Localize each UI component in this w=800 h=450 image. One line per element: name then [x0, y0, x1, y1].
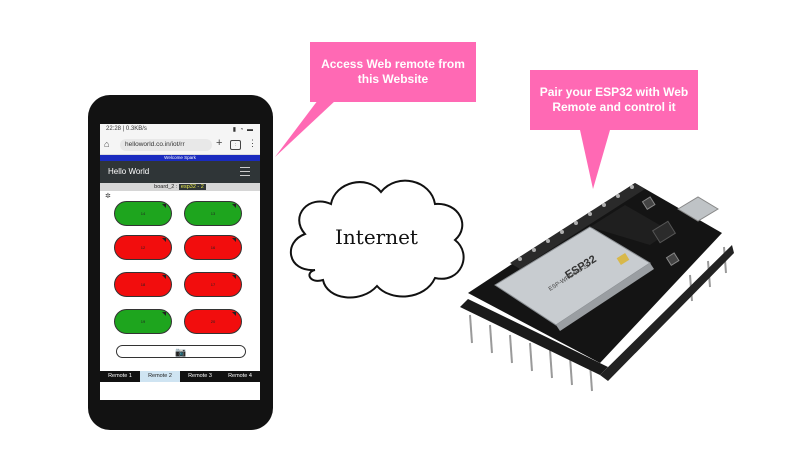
- callout-pair-esp32: Pair your ESP32 with Web Remote and cont…: [530, 70, 698, 130]
- button-edit-icon[interactable]: [232, 204, 236, 208]
- tab-remote-1[interactable]: Remote 1: [108, 373, 132, 379]
- browser-toolbar: ⌂ helloworld.co.in/iot/rr + : ⋮: [100, 136, 260, 155]
- camera-button[interactable]: 📷: [116, 345, 246, 358]
- board-selector[interactable]: board_2 : esp32 - 2: [100, 183, 260, 191]
- remote-tabs: Remote 1 Remote 2 Remote 3 Remote 4: [100, 371, 260, 382]
- callout-pair-tail: [580, 130, 610, 189]
- app-title: Hello World: [108, 167, 150, 176]
- app-bar: Hello World: [100, 161, 260, 183]
- gear-icon[interactable]: ✲: [105, 193, 111, 200]
- remote-button-label: 20: [210, 319, 216, 324]
- status-bar: 22:28 | 0.3KB/s ▮ ◔ ▬: [100, 124, 260, 136]
- remote-button-label: 13: [210, 211, 216, 216]
- remote-button-label: 12: [140, 245, 146, 250]
- callout-access-remote: Access Web remote from this Website: [310, 42, 476, 102]
- board-name: esp32 - 2: [178, 184, 206, 190]
- remote-button-8[interactable]: 20: [184, 309, 242, 334]
- tab-remote-2[interactable]: Remote 2: [140, 371, 180, 382]
- button-edit-icon[interactable]: [162, 204, 166, 208]
- esp32-board: ESP32 ESP-WROOM-32: [460, 183, 734, 392]
- internet-cloud: [289, 179, 465, 299]
- home-icon[interactable]: ⌂: [104, 139, 110, 149]
- remote-button-label: 14: [140, 211, 146, 216]
- status-icons: ▮ ◔ ▬: [232, 127, 254, 133]
- board-label: board_2 :: [154, 184, 178, 190]
- remote-button-3[interactable]: 12: [114, 235, 172, 260]
- more-options-icon[interactable]: ⋮: [248, 138, 257, 148]
- new-tab-icon[interactable]: +: [216, 137, 223, 149]
- remote-button-5[interactable]: 18: [114, 272, 172, 297]
- tab-remote-4[interactable]: Remote 4: [228, 373, 252, 379]
- remote-button-label: 19: [140, 319, 146, 324]
- remote-button-2[interactable]: 13: [184, 201, 242, 226]
- button-edit-icon[interactable]: [162, 275, 166, 279]
- remote-button-label: 18: [140, 282, 146, 287]
- hamburger-menu-icon[interactable]: [240, 167, 250, 179]
- button-edit-icon[interactable]: [162, 238, 166, 242]
- tab-remote-3[interactable]: Remote 3: [188, 373, 212, 379]
- remote-button-7[interactable]: 19: [114, 309, 172, 334]
- button-edit-icon[interactable]: [162, 312, 166, 316]
- remote-button-1[interactable]: 14: [114, 201, 172, 226]
- remote-button-6[interactable]: 17: [184, 272, 242, 297]
- camera-icon: 📷: [175, 347, 187, 357]
- callout-access-tail: [275, 100, 336, 157]
- tab-count-icon[interactable]: :: [230, 140, 241, 150]
- welcome-banner: Welcome Spark: [100, 155, 260, 161]
- button-edit-icon[interactable]: [232, 312, 236, 316]
- button-edit-icon[interactable]: [232, 238, 236, 242]
- phone-screen: 22:28 | 0.3KB/s ▮ ◔ ▬ ⌂ helloworld.co.in…: [100, 124, 260, 400]
- url-field[interactable]: helloworld.co.in/iot/rr: [120, 139, 212, 151]
- remote-button-label: 16: [210, 245, 216, 250]
- internet-label: Internet: [335, 225, 418, 249]
- remote-button-4[interactable]: 16: [184, 235, 242, 260]
- button-edit-icon[interactable]: [232, 275, 236, 279]
- status-time: 22:28 | 0.3KB/s: [106, 126, 147, 132]
- remote-button-label: 17: [210, 282, 216, 287]
